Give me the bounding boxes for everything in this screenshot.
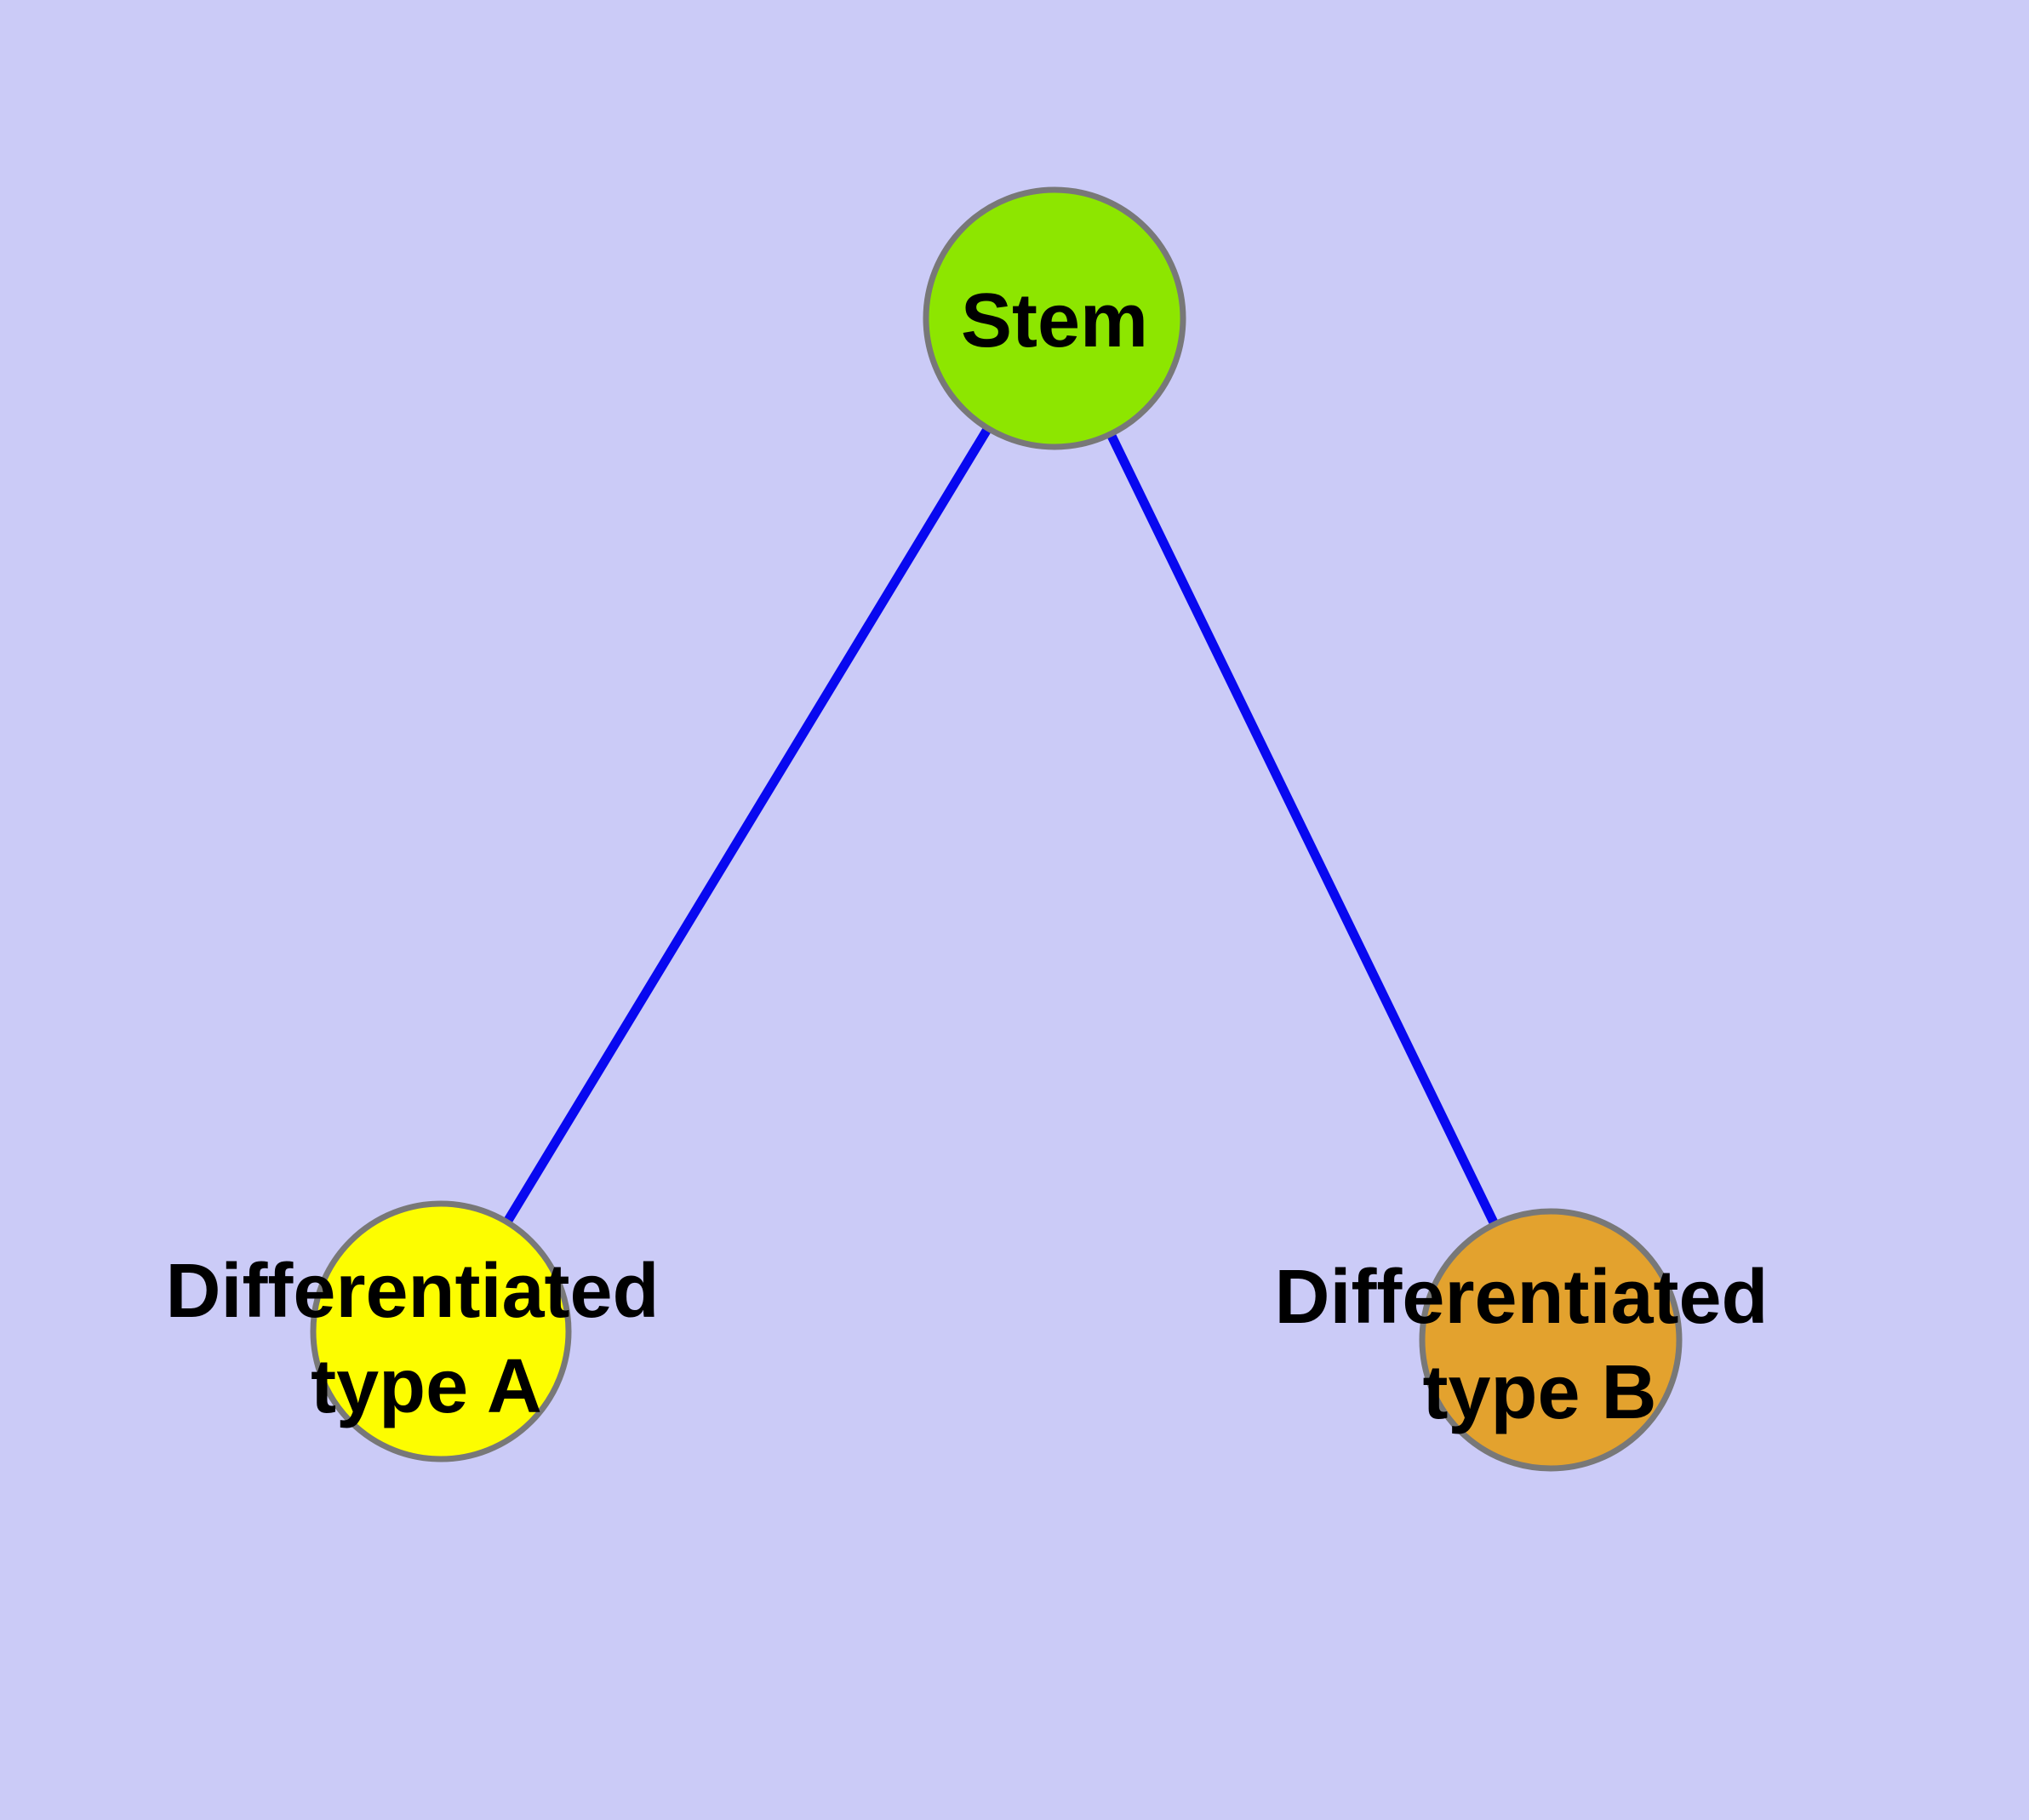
node-stem-label: Stem bbox=[961, 278, 1148, 363]
edge-stem-to-type-a bbox=[436, 313, 1060, 1336]
node-type-b-label-line-2: type B bbox=[1422, 1350, 1656, 1435]
edge-stem-to-type-b bbox=[1049, 313, 1556, 1345]
node-type-b-circle bbox=[1419, 1208, 1683, 1472]
node-stem-circle bbox=[923, 186, 1186, 450]
node-type-a-label-line-1: Differentiated bbox=[165, 1249, 659, 1334]
node-type-a-circle bbox=[310, 1200, 572, 1462]
node-type-a-label-line-2: type A bbox=[311, 1344, 542, 1429]
node-type-b-label-line-1: Differentiated bbox=[1274, 1255, 1768, 1340]
node-type-a-label: Differentiated type A bbox=[165, 1249, 680, 1429]
node-stem-label-line: Stem bbox=[961, 278, 1148, 363]
node-type-b-label: Differentiated type B bbox=[1274, 1255, 1789, 1435]
